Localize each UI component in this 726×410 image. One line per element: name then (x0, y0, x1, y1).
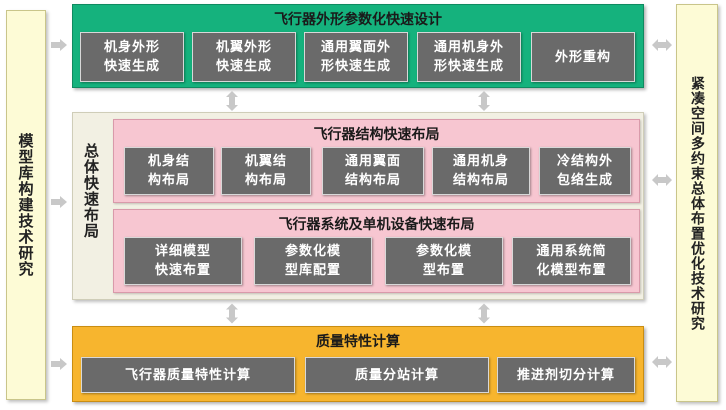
vertical-double-arrow-icon (478, 303, 490, 324)
shape-item-1: 机身外形 快速生成 (80, 32, 184, 82)
vertical-double-arrow-icon (226, 303, 238, 324)
structure-item-5: 冷结构外 包络生成 (539, 147, 631, 195)
right-arrow-icon (51, 358, 67, 370)
double-arrow-icon (652, 174, 672, 186)
systems-item-3: 参数化模 型布置 (385, 237, 503, 285)
left-side-panel: 模型库构建技术研究 (6, 10, 46, 400)
shape-item-3: 通用翼面外 形快速生成 (304, 32, 408, 82)
shape-design-panel: 飞行器外形参数化快速设计 机身外形 快速生成 机翼外形 快速生成 通用翼面外 形… (72, 4, 644, 88)
systems-item-2: 参数化模 型库配置 (254, 237, 372, 285)
systems-title: 飞行器系统及单机设备快速布局 (278, 217, 475, 233)
right-side-label: 紧凑空间多约束总体布置优化技术研究 (689, 75, 705, 331)
right-arrow-icon (51, 196, 67, 208)
double-arrow-icon (652, 356, 672, 368)
mass-item-1: 飞行器质量特性计算 (81, 357, 295, 393)
structure-title: 飞行器结构快速布局 (313, 127, 440, 143)
systems-item-1: 详细模型 快速布置 (124, 237, 242, 285)
left-side-label: 模型库构建技术研究 (16, 133, 35, 277)
structure-panel: 飞行器结构快速布局 机身结 构布局 机翼结 构布局 通用翼面 结构布局 通用机身… (113, 119, 640, 203)
right-arrow-icon (51, 39, 67, 51)
structure-item-4: 通用机身 结构布局 (432, 147, 530, 195)
vertical-double-arrow-icon (478, 91, 490, 111)
layout-panel: 总体快速布局 飞行器结构快速布局 机身结 构布局 机翼结 构布局 通用翼面 结构… (72, 112, 644, 300)
shape-item-4: 通用机身外 形快速生成 (417, 32, 521, 82)
shape-design-title: 飞行器外形参数化快速设计 (274, 12, 442, 28)
mass-title: 质量特性计算 (316, 334, 400, 350)
mass-panel: 质量特性计算 飞行器质量特性计算 质量分站计算 推进剂切分计算 (72, 326, 644, 402)
layout-label: 总体快速布局 (82, 143, 100, 239)
systems-panel: 飞行器系统及单机设备快速布局 详细模型 快速布置 参数化模 型库配置 参数化模 … (113, 209, 640, 293)
mass-item-3: 推进剂切分计算 (497, 357, 635, 393)
shape-item-5: 外形重构 (531, 32, 635, 82)
vertical-double-arrow-icon (226, 91, 238, 111)
double-arrow-icon (652, 39, 672, 51)
structure-item-2: 机翼结 构布局 (221, 147, 311, 195)
structure-item-1: 机身结 构布局 (124, 147, 214, 195)
mass-item-2: 质量分站计算 (305, 357, 489, 393)
shape-item-2: 机翼外形 快速生成 (192, 32, 296, 82)
right-side-panel: 紧凑空间多约束总体布置优化技术研究 (676, 4, 718, 402)
systems-item-4: 通用系统简 化模型布置 (512, 237, 631, 285)
structure-item-3: 通用翼面 结构布局 (322, 147, 424, 195)
